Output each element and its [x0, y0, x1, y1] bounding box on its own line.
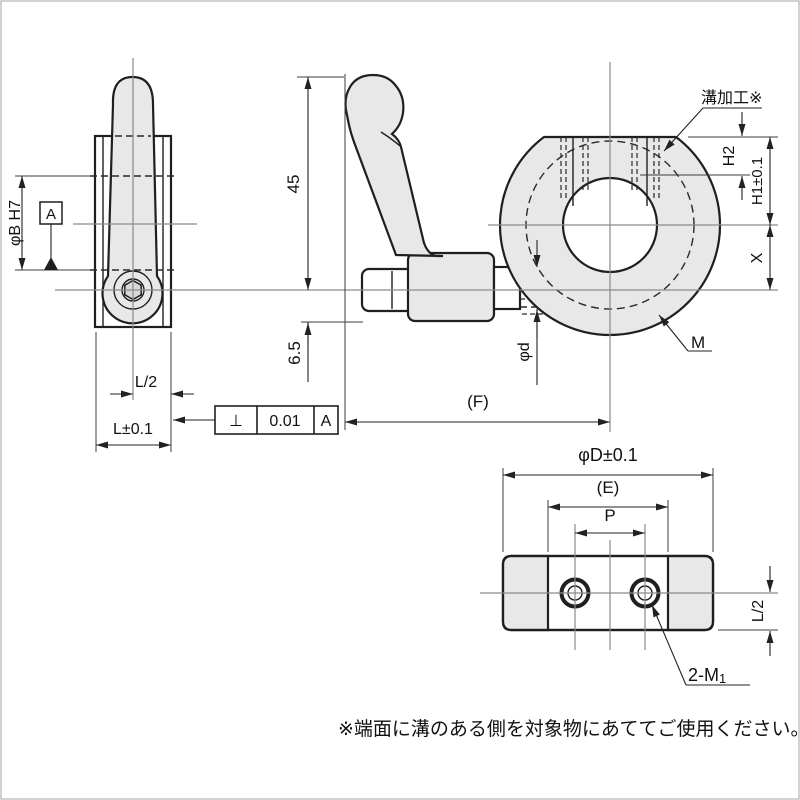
tap-label: 2-M1 [688, 665, 726, 686]
dim-offset: 6.5 [285, 341, 304, 365]
datum-label: A [46, 206, 56, 223]
perpendicularity-icon: ⊥ [229, 413, 243, 430]
groove-note: 溝加工※ [701, 89, 762, 107]
lever-handle-front [344, 73, 444, 258]
dim-half-length-side: L/2 [135, 374, 157, 391]
front-view [344, 73, 667, 323]
tolerance-value: 0.01 [269, 413, 300, 430]
tolerance-datum: A [321, 413, 332, 430]
tolerance-frame: ⊥ 0.01 A [214, 405, 339, 435]
dim-reach: (F) [467, 392, 489, 411]
dimension-labels: φB H7 L/2 L±0.1 45 6.5 φd (F) 溝加工※ H2 H1… [7, 89, 800, 740]
dimension-lines [18, 77, 774, 686]
lever-hub [406, 251, 496, 323]
dim-h2: H2 [721, 146, 738, 167]
datum-triangle-icon [44, 257, 58, 270]
dim-h1: H1±0.1 [749, 157, 766, 205]
dim-e: (E) [597, 478, 620, 497]
datum-symbol: A [39, 201, 63, 270]
dim-length: L±0.1 [113, 421, 153, 438]
center-lines [55, 58, 778, 650]
dim-bore-dia: φB H7 [7, 200, 24, 246]
usage-note: ※端面に溝のある側を対象物にあててご使用ください。 [338, 718, 800, 740]
dim-stud-dia: φd [516, 342, 533, 361]
dim-p: P [604, 506, 615, 525]
dim-lever-height: 45 [284, 175, 303, 194]
dim-x: X [749, 252, 766, 263]
thread-label: M [691, 333, 705, 352]
dim-half-length-bottom: L/2 [750, 600, 767, 622]
dim-outer-dia: φD±0.1 [578, 445, 638, 465]
